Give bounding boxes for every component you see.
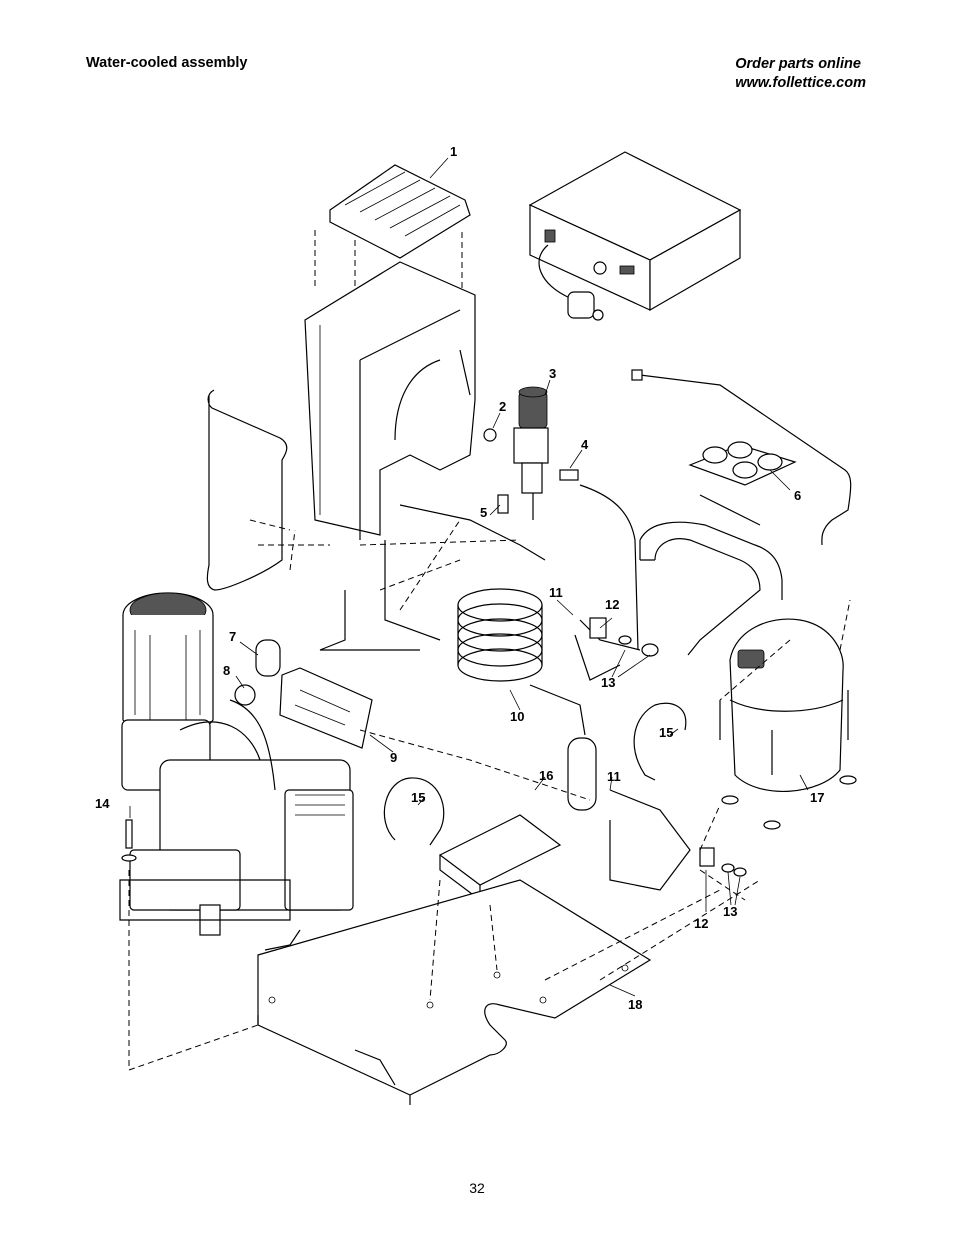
control-box [528,151,742,321]
part-10-coil [457,588,543,682]
part-14-bolt [121,819,137,862]
part-8-valve [234,684,256,706]
callout-11-lower: 11 [607,769,621,784]
callout-7: 7 [229,629,236,644]
part-3-valve [513,386,549,520]
part-15-clamp-left [383,777,445,846]
callout-14: 14 [95,796,110,811]
main-frame [304,261,476,540]
order-info: Order parts online www.follettice.com [735,55,866,93]
upper-right-tube [639,374,852,546]
callout-17: 17 [810,790,824,805]
website-link[interactable]: www.follettice.com [735,75,866,91]
callout-1: 1 [450,144,457,159]
part-7-drier [255,639,281,677]
part-17-compressor [719,618,857,830]
part-1-top-bracket [329,164,471,259]
callout-9: 9 [390,750,397,765]
callout-16: 16 [539,768,553,783]
callout-12-lower: 12 [694,916,708,931]
part-5-sensor [497,494,509,514]
left-loop-tube [206,389,288,591]
part-16-receiver [567,737,597,811]
suction-hose [639,521,783,656]
part-6-rollers [688,441,797,526]
callout-13-lower: 13 [723,904,737,919]
part-2-fitting [483,428,497,442]
callout-2: 2 [499,399,506,414]
part-4-fitting [559,469,639,651]
callout-6: 6 [794,488,801,503]
callout-11-upper: 11 [549,585,563,600]
callout-18: 18 [628,997,642,1012]
callout-15-left: 15 [411,790,425,805]
callout-4: 4 [581,437,589,452]
part-15-clamp-right [633,702,687,781]
page-number: 32 [469,1180,485,1196]
callout-12-upper: 12 [605,597,619,612]
callout-3: 3 [549,366,556,381]
callout-13-upper: 13 [601,675,615,690]
callout-10: 10 [510,709,524,724]
part-9-bracket [279,667,373,749]
gearmotor-assembly [119,592,354,936]
callout-8: 8 [223,663,230,678]
callout-5: 5 [480,505,487,520]
part-12-valve-right [699,847,715,867]
order-parts-text: Order parts online [735,56,861,72]
part-18-base-plate [257,879,652,1105]
page-title: Water-cooled assembly [86,55,248,71]
callout-15-right: 15 [659,725,673,740]
